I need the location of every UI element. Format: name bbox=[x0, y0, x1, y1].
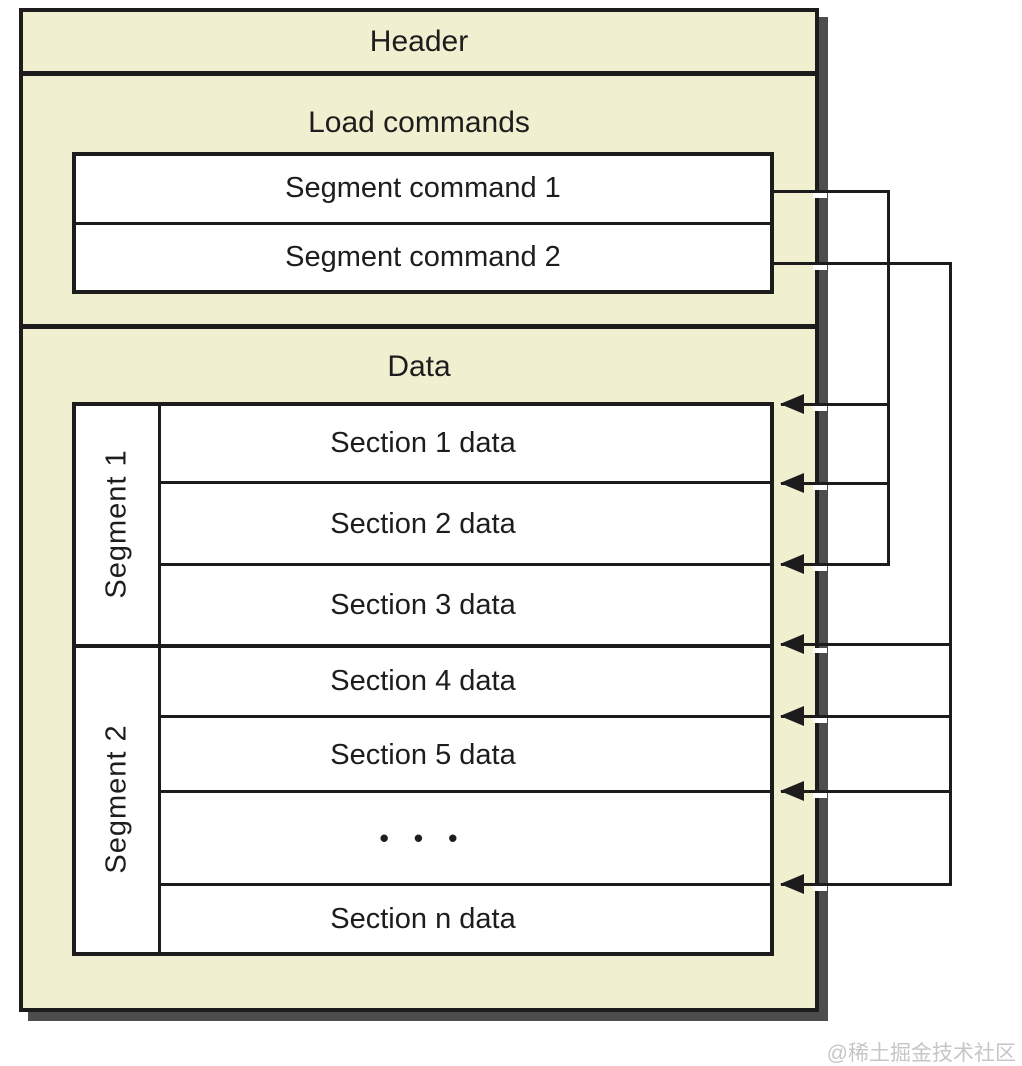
arrow-line-section2 bbox=[781, 482, 890, 485]
arrow-line-section5 bbox=[781, 715, 952, 718]
border-gap bbox=[813, 718, 827, 723]
segcmd1-trunk-line bbox=[887, 190, 890, 566]
border-gap bbox=[813, 265, 827, 270]
section-n-data-label: Section n data bbox=[330, 903, 516, 935]
arrowhead-section1-icon bbox=[780, 394, 804, 414]
segment-command-2: Segment command 2 bbox=[285, 240, 561, 273]
section-5-data-label: Section 5 data bbox=[330, 739, 516, 771]
segment-command-1: Segment command 1 bbox=[76, 156, 770, 225]
section1-2-divider bbox=[161, 481, 770, 484]
arrow-line-section4 bbox=[781, 643, 952, 646]
segment-command-rows: Segment command 1 Segment command 2 bbox=[76, 156, 770, 290]
dots-sectionN-divider bbox=[161, 883, 770, 886]
load-commands-region-label: Load commands bbox=[308, 106, 530, 139]
border-gap bbox=[813, 406, 827, 411]
header-loadcommands-divider bbox=[23, 71, 815, 76]
arrowhead-section4-icon bbox=[780, 634, 804, 654]
segcmd2-out-line bbox=[770, 262, 952, 265]
arrowhead-sectionN-icon bbox=[780, 874, 804, 894]
data-region-label: Data bbox=[387, 350, 451, 383]
arrow-line-section3 bbox=[781, 563, 890, 566]
arrowhead-section5-icon bbox=[780, 706, 804, 726]
arrowhead-section3-icon bbox=[780, 554, 804, 574]
segment-column-divider bbox=[158, 406, 161, 952]
watermark: @稀土掘金技术社区 bbox=[826, 1042, 1016, 1065]
section5-dots-divider bbox=[161, 790, 770, 793]
segment1-segment2-divider bbox=[76, 644, 770, 648]
arrow-line-sectionN bbox=[781, 883, 952, 886]
section2-3-divider bbox=[161, 563, 770, 566]
arrowhead-ellipsis-icon bbox=[780, 781, 804, 801]
section-3-data-label: Section 3 data bbox=[330, 589, 516, 621]
segcmd2-trunk-line bbox=[949, 262, 952, 886]
border-gap bbox=[813, 193, 827, 198]
section4-5-divider bbox=[161, 715, 770, 718]
arrowhead-section2-icon bbox=[780, 473, 804, 493]
arrow-line-section1 bbox=[781, 403, 890, 406]
border-gap bbox=[813, 485, 827, 490]
border-gap bbox=[813, 886, 827, 891]
arrow-line-ellipsis bbox=[781, 790, 952, 793]
border-gap bbox=[813, 648, 827, 653]
header-region-label: Header bbox=[369, 25, 469, 58]
section-1-data-label: Section 1 data bbox=[330, 427, 516, 459]
section-4-data-label: Section 4 data bbox=[330, 665, 516, 697]
sections-box bbox=[72, 402, 774, 956]
segment-commands-box: Segment command 1 Segment command 2 bbox=[72, 152, 774, 294]
segcmd1-out-line bbox=[770, 190, 890, 193]
ellipsis-sections-label: • • • bbox=[379, 823, 467, 853]
section-2-data-label: Section 2 data bbox=[330, 508, 516, 540]
border-gap bbox=[813, 566, 827, 571]
loadcommands-data-divider bbox=[23, 324, 815, 329]
border-gap bbox=[813, 793, 827, 798]
